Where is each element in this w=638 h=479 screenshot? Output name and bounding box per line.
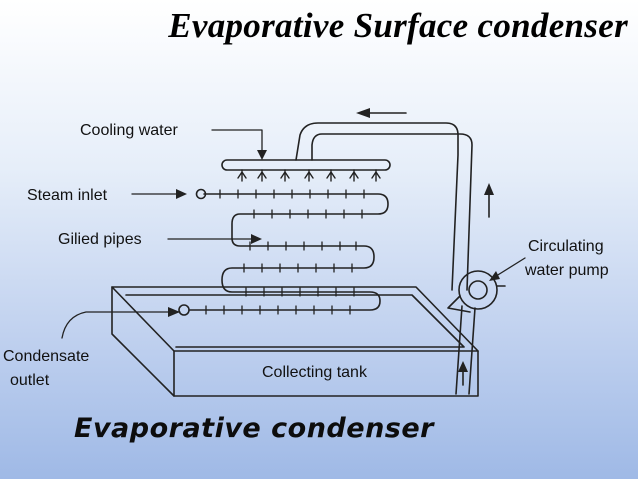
- steam-inlet-arrowhead: [176, 189, 187, 199]
- diagram-caption: Evaporative condenser: [74, 413, 434, 444]
- cooling-water-arrowhead: [257, 150, 267, 160]
- gilied-pipes-arrowhead: [251, 234, 262, 244]
- label-water-pump: water pump: [524, 262, 609, 279]
- flow-arrows: [359, 112, 490, 386]
- spray-nozzles: [237, 169, 381, 182]
- up-flow-arrowhead: [484, 183, 494, 195]
- spray-header: [221, 159, 391, 171]
- label-circulating: Circulating: [528, 238, 604, 255]
- condensate-outlet-fitting: [178, 304, 190, 316]
- serpentine-coil: [189, 193, 389, 311]
- pump-arrowhead: [489, 271, 500, 281]
- collecting-tank: [111, 286, 479, 397]
- circulating-water-pump: [447, 270, 506, 313]
- return-pipe-outer: [295, 122, 459, 291]
- return-pipe-inner: [311, 133, 473, 291]
- tank-flow-arrowhead: [458, 361, 468, 372]
- condensate-arrowhead: [168, 307, 180, 317]
- label-outlet: outlet: [10, 372, 50, 389]
- leader-lines: [61, 129, 526, 339]
- pipe-gills: [205, 189, 365, 315]
- label-condensate: Condensate: [3, 348, 89, 365]
- label-gilied-pipes: Gilied pipes: [58, 231, 142, 248]
- top-flow-arrowhead: [356, 108, 370, 118]
- label-cooling-water: Cooling water: [80, 122, 179, 139]
- steam-inlet-fitting: [195, 188, 207, 200]
- slide-title: Evaporative Surface condenser: [168, 6, 628, 45]
- suction-pipe: [455, 305, 476, 395]
- label-collecting-tank: Collecting tank: [262, 364, 368, 381]
- label-steam-inlet: Steam inlet: [27, 187, 108, 204]
